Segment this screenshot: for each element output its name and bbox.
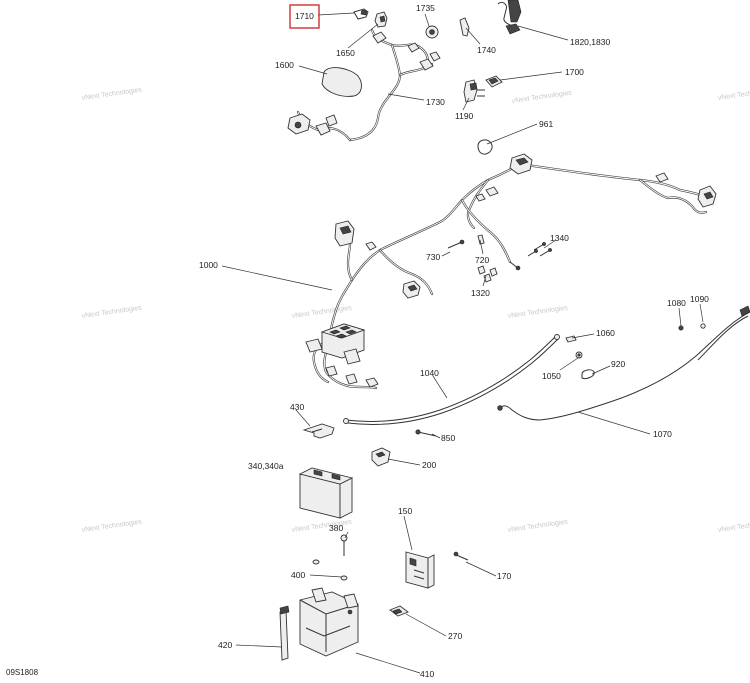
part-1090[interactable] bbox=[700, 323, 706, 329]
callout-1740[interactable]: 1740 bbox=[477, 45, 496, 55]
callout-1320[interactable]: 1320 bbox=[471, 288, 490, 298]
part-1190[interactable] bbox=[463, 79, 485, 103]
part-1710[interactable] bbox=[353, 8, 369, 20]
part-1740[interactable] bbox=[459, 17, 470, 37]
callout-420[interactable]: 420 bbox=[218, 640, 232, 650]
callout-1820-1830[interactable]: 1820,1830 bbox=[570, 37, 610, 47]
callout-380[interactable]: 380 bbox=[329, 523, 343, 533]
callout-leaders bbox=[221, 12, 704, 674]
watermark: vNext Technologies bbox=[717, 519, 750, 534]
part-850[interactable] bbox=[415, 429, 437, 437]
part-920[interactable] bbox=[581, 369, 595, 379]
part-961[interactable] bbox=[477, 139, 493, 155]
highlight-box bbox=[289, 4, 320, 29]
watermark: vNext Technologies bbox=[511, 90, 572, 105]
callout-1600[interactable]: 1600 bbox=[275, 60, 294, 70]
callout-1000[interactable]: 1000 bbox=[199, 260, 218, 270]
watermark: vNext Technologies bbox=[717, 87, 750, 102]
part-340-battery[interactable] bbox=[298, 467, 354, 519]
callout-170[interactable]: 170 bbox=[497, 571, 511, 581]
callout-730[interactable]: 730 bbox=[426, 252, 440, 262]
part-1080[interactable] bbox=[678, 325, 684, 331]
diagram-code: 09S1808 bbox=[6, 668, 39, 677]
part-380[interactable] bbox=[340, 534, 348, 556]
part-200[interactable] bbox=[371, 447, 391, 467]
callout-400[interactable]: 400 bbox=[291, 570, 305, 580]
callout-1060[interactable]: 1060 bbox=[596, 328, 615, 338]
part-170[interactable] bbox=[453, 551, 469, 561]
part-1700[interactable] bbox=[485, 75, 503, 88]
callout-1040[interactable]: 1040 bbox=[420, 368, 439, 378]
callout-1070[interactable]: 1070 bbox=[653, 429, 672, 439]
part-1735[interactable] bbox=[425, 25, 439, 39]
part-400[interactable] bbox=[312, 559, 348, 581]
part-1340[interactable] bbox=[527, 242, 552, 257]
callout-1080[interactable]: 1080 bbox=[667, 298, 686, 308]
part-1820-1830[interactable] bbox=[497, 0, 522, 35]
part-410-tray[interactable] bbox=[299, 587, 359, 657]
callout-340-340a[interactable]: 340,340a bbox=[248, 461, 284, 471]
part-1040-cable[interactable] bbox=[343, 334, 560, 425]
part-1050[interactable] bbox=[575, 351, 583, 359]
watermark: vNext Technologies bbox=[507, 519, 568, 534]
part-1320[interactable] bbox=[477, 261, 521, 283]
watermark: vNext Technologies bbox=[291, 305, 352, 320]
callout-920[interactable]: 920 bbox=[611, 359, 625, 369]
callout-1050[interactable]: 1050 bbox=[542, 371, 561, 381]
callout-150[interactable]: 150 bbox=[398, 506, 412, 516]
part-1000-main-harness[interactable] bbox=[305, 153, 717, 390]
part-1730-harness[interactable] bbox=[287, 28, 441, 142]
callout-410[interactable]: 410 bbox=[420, 669, 434, 679]
callout-430[interactable]: 430 bbox=[290, 402, 304, 412]
part-430[interactable] bbox=[302, 423, 335, 439]
watermark: vNext Technologies bbox=[507, 305, 568, 320]
callout-1190[interactable]: 1190 bbox=[455, 111, 474, 121]
part-1650[interactable] bbox=[374, 11, 388, 28]
part-150-module[interactable] bbox=[405, 551, 435, 589]
part-1070-cable[interactable] bbox=[497, 305, 750, 421]
callout-labels: 1710 1735 1650 1740 1820,1830 1600 1700 … bbox=[199, 3, 709, 679]
callout-1090[interactable]: 1090 bbox=[690, 294, 709, 304]
part-420[interactable] bbox=[279, 605, 290, 661]
watermark: vNext Technologies bbox=[81, 519, 142, 534]
part-270[interactable] bbox=[389, 605, 409, 617]
part-1600[interactable] bbox=[321, 67, 362, 97]
watermark-layer: vNext Technologies vNext Technologies vNex… bbox=[81, 87, 750, 534]
watermark: vNext Technologies bbox=[81, 87, 142, 102]
callout-200[interactable]: 200 bbox=[422, 460, 436, 470]
callout-1700[interactable]: 1700 bbox=[565, 67, 584, 77]
callout-1340[interactable]: 1340 bbox=[550, 233, 569, 243]
callout-720[interactable]: 720 bbox=[475, 255, 489, 265]
callout-270[interactable]: 270 bbox=[448, 631, 462, 641]
part-720[interactable] bbox=[477, 234, 485, 245]
callout-1650[interactable]: 1650 bbox=[336, 48, 355, 58]
watermark: vNext Technologies bbox=[291, 519, 352, 534]
part-730[interactable] bbox=[447, 239, 465, 249]
callout-1735[interactable]: 1735 bbox=[416, 3, 435, 13]
callout-1710[interactable]: 1710 bbox=[295, 11, 314, 21]
callout-961[interactable]: 961 bbox=[539, 119, 553, 129]
callout-850[interactable]: 850 bbox=[441, 433, 455, 443]
callout-1730[interactable]: 1730 bbox=[426, 97, 445, 107]
watermark: vNext Technologies bbox=[81, 305, 142, 320]
part-1060[interactable] bbox=[565, 335, 577, 343]
